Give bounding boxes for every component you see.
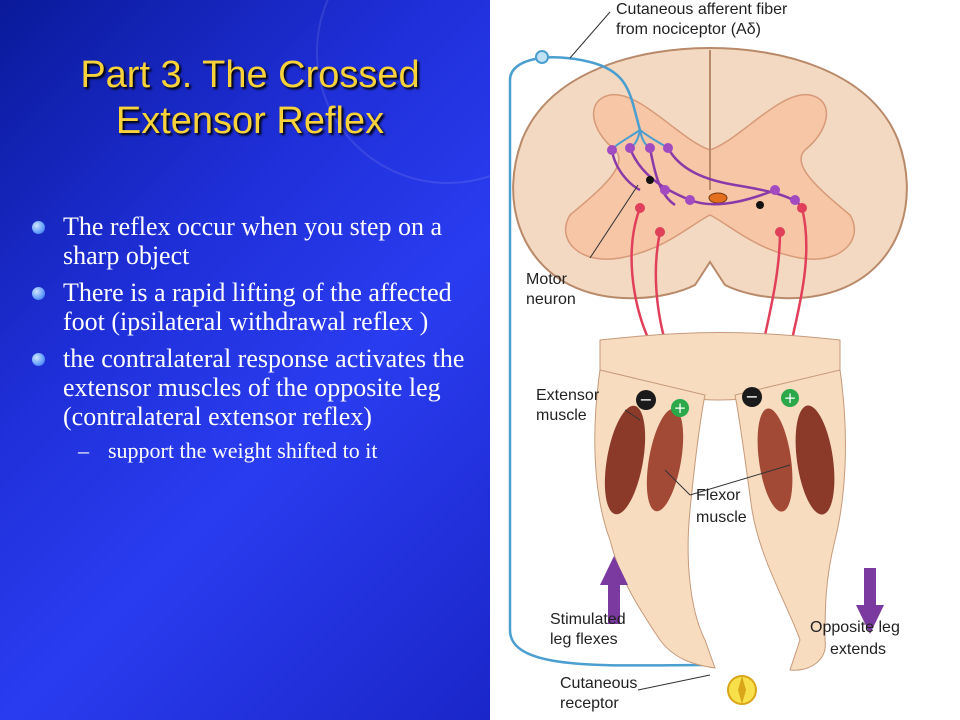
bullet-text: The reflex occur when you step on a shar… [63, 212, 443, 270]
bullet-text: There is a rapid lifting of the affected… [63, 278, 452, 336]
interneuron-cells [607, 143, 800, 205]
title-line-1: Part 3. The Crossed [80, 54, 420, 96]
crossed-extensor-reflex-diagram: − + − + [508, 1, 908, 712]
receptor-label-line1: Cutaneous [560, 675, 637, 692]
sub-bullet-text: support the weight shifted to it [108, 438, 378, 463]
extensor-muscle-label-line1: Extensor [536, 387, 600, 404]
slide-title: Part 3. The Crossed Extensor Reflex [20, 52, 480, 144]
bullet-item: There is a rapid lifting of the affected… [32, 278, 472, 336]
central-canal [708, 192, 728, 204]
sub-bullet-dash: – [78, 438, 89, 463]
left-flexor-muscle [646, 408, 684, 512]
afferent-fiber-label-line2: from nociceptor (Aδ) [616, 21, 761, 38]
plus-badge-left: + [671, 399, 689, 417]
title-line-2: Extensor Reflex [115, 100, 385, 142]
inhibitory-interneurons [646, 176, 764, 209]
afferent-fiber-ending [535, 50, 549, 64]
motor-neuron-label-line1: Motor [526, 271, 568, 288]
right-flexor-muscle [795, 405, 835, 515]
opposite-leg-label-line2: extends [830, 641, 886, 658]
receptor-label-line2: receptor [560, 695, 619, 712]
minus-badge-right: − [742, 387, 762, 407]
extensor-muscle-label-line2: muscle [536, 407, 587, 424]
svg-text:−: − [639, 390, 652, 409]
slide-text-panel: Part 3. The Crossed Extensor Reflex The … [0, 0, 490, 720]
minus-badge-left: − [636, 390, 656, 410]
down-arrow-icon [856, 568, 884, 634]
legs-illustration [594, 332, 846, 671]
motor-neuron-label-line2: neuron [526, 291, 576, 308]
stimulated-leg-label-line2: leg flexes [550, 631, 618, 648]
label-leader-lines [569, 11, 791, 691]
left-extensor-muscle [604, 405, 646, 515]
bullet-dot-icon [32, 353, 45, 366]
afferent-fiber-label-line1: Cutaneous afferent fiber [616, 1, 788, 18]
bullet-dot-icon [32, 221, 45, 234]
flexor-muscle-label-line2: muscle [696, 509, 747, 526]
svg-text:+: + [674, 399, 687, 417]
reflex-diagram-panel: − + − + [490, 0, 960, 720]
right-extensor-muscle [757, 408, 793, 512]
bullet-item: the contralateral response activates the… [32, 344, 472, 431]
opposite-leg-label-line1: Opposite leg [810, 619, 900, 636]
up-arrow-icon [600, 556, 628, 624]
plus-badge-right: + [781, 389, 799, 407]
flexor-muscle-label-line1: Flexor [696, 487, 741, 504]
svg-text:+: + [784, 389, 797, 407]
bullet-dot-icon [32, 287, 45, 300]
svg-text:−: − [745, 387, 758, 406]
afferent-fiber-path [508, 56, 709, 667]
sharp-object-icon [727, 675, 757, 705]
bullet-item: The reflex occur when you step on a shar… [32, 212, 472, 270]
stimulated-leg-label-line1: Stimulated [550, 611, 626, 628]
bullet-list: The reflex occur when you step on a shar… [32, 212, 472, 463]
bullet-text: the contralateral response activates the… [63, 344, 465, 431]
sub-bullet-item: – support the weight shifted to it [78, 439, 472, 463]
